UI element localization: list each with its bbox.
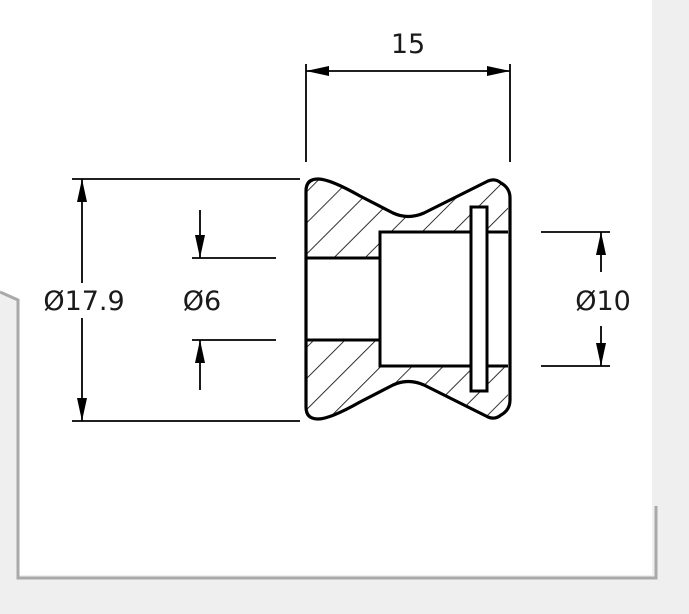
bore-diameter-label: Ø6: [183, 286, 221, 317]
upper-hatch: [306, 179, 508, 258]
counterbore-diameter-dimension: Ø10: [541, 231, 631, 367]
outer-diameter-label: Ø17.9: [43, 286, 124, 317]
outer-profile: [304, 177, 512, 421]
section-view: [304, 177, 512, 421]
outer-diameter-dimension: Ø17.9: [43, 178, 300, 422]
length-dimension: 15: [305, 29, 511, 162]
length-dimension-label: 15: [391, 29, 425, 60]
counterbore-diameter-label: Ø10: [575, 286, 631, 317]
retaining-ring-groove: [469, 205, 489, 393]
counterbore-outline: [378, 230, 508, 368]
sheet-border: [0, 290, 658, 580]
lower-hatch: [306, 340, 508, 419]
bore-diameter-dimension: Ø6: [183, 210, 276, 390]
